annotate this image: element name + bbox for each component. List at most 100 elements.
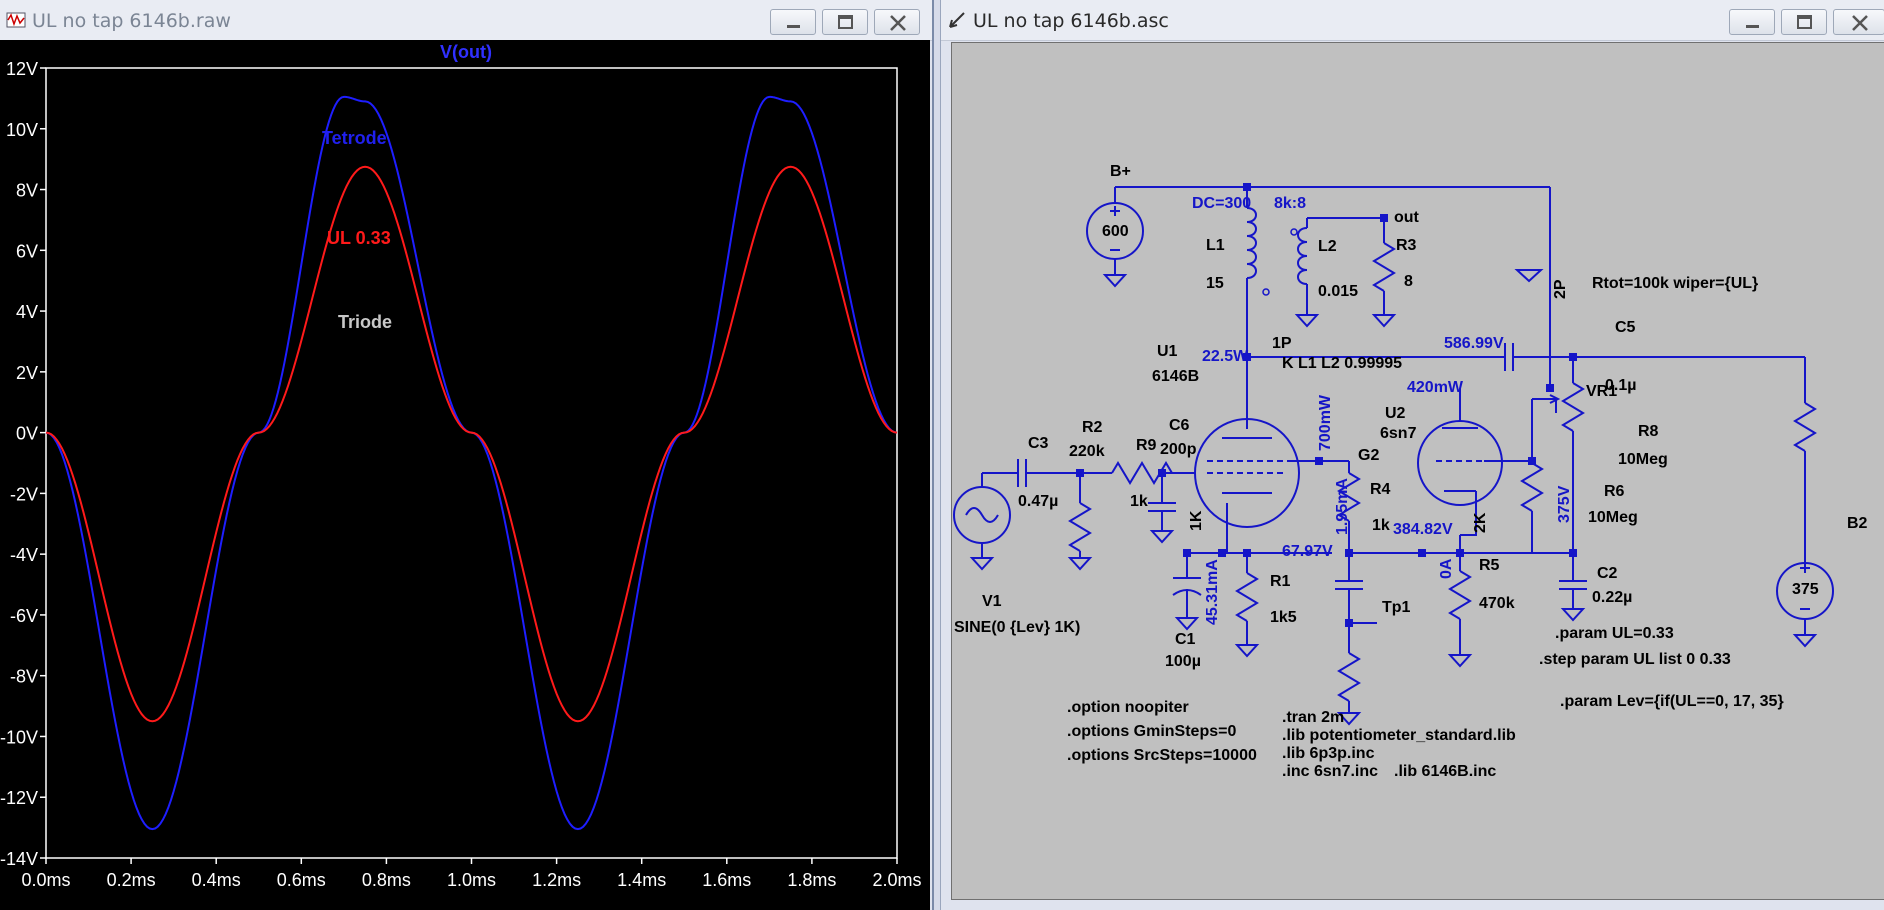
label-c3: C3 <box>1028 435 1049 452</box>
ground-icon <box>1294 314 1320 328</box>
resistor-r3 <box>1372 242 1396 292</box>
ground-icon <box>1234 644 1260 658</box>
label-384v: 384.82V <box>1393 521 1453 538</box>
directive-param-lev[interactable]: .param Lev={if(UL==0, 17, 35} <box>1560 693 1784 710</box>
x-tick-label: 1.2ms <box>532 870 581 890</box>
x-tick-label: 2.0ms <box>872 870 921 890</box>
maximize-button[interactable] <box>822 9 868 35</box>
label-0a: 0A <box>1438 558 1455 579</box>
resistor-r1 <box>1235 572 1259 622</box>
label-vr1: VR1 <box>1586 383 1618 400</box>
y-tick-label: 6V <box>16 241 38 261</box>
y-tick-label: -8V <box>10 667 38 687</box>
label-c5: C5 <box>1615 319 1636 336</box>
waveform-titlebar[interactable]: UL no tap 6146b.raw <box>0 0 932 41</box>
label-r3-value: 8 <box>1404 273 1413 290</box>
schematic-window: UL no tap 6146b.asc <box>940 0 1884 910</box>
label-c5-value: 0.1µ <box>1605 377 1637 394</box>
label-tp1: Tp1 <box>1382 599 1411 616</box>
label-rtot: Rtot=100k wiper={UL} <box>1592 275 1759 292</box>
inductor-l2 <box>1297 227 1308 285</box>
y-tick-label: -6V <box>10 606 38 626</box>
directive-lib-pot[interactable]: .lib potentiometer_standard.lib <box>1282 727 1516 744</box>
directive-inc-6sn7[interactable]: .inc 6sn7.inc <box>1282 763 1379 780</box>
label-b2: B2 <box>1847 515 1868 532</box>
label-1k: 1K <box>1188 510 1205 531</box>
x-tick-label: 0.4ms <box>192 870 241 890</box>
y-tick-label: 2V <box>16 363 38 383</box>
label-r9: R9 <box>1136 437 1157 454</box>
directive-tran[interactable]: .tran 2m <box>1282 709 1345 726</box>
schematic-window-title: UL no tap 6146b.asc <box>973 10 1169 32</box>
schematic-titlebar[interactable]: UL no tap 6146b.asc <box>941 0 1884 41</box>
series-line-ul[interactable] <box>45 165 898 723</box>
label-r2-value: 220k <box>1069 443 1105 460</box>
minimize-icon <box>1746 25 1759 28</box>
label-700mw: 700mW <box>1317 394 1334 451</box>
label-r1-value: 1k5 <box>1270 609 1297 626</box>
schematic-wiring[interactable] <box>952 43 1884 901</box>
inductor-l1 <box>1246 207 1257 279</box>
label-22w: 22.5W <box>1202 348 1249 365</box>
label-kl1l2: K L1 L2 0.99995 <box>1282 355 1403 372</box>
label-r8: R8 <box>1638 423 1659 440</box>
schematic-app-icon <box>949 12 965 28</box>
label-375v: 375V <box>1556 485 1573 523</box>
series-line-tetrode[interactable] <box>45 95 898 831</box>
y-tick-label: -2V <box>10 484 38 504</box>
ground-icon <box>1067 557 1093 571</box>
ground-icon <box>1149 530 1175 544</box>
y-tick-label: -4V <box>10 545 38 565</box>
label-l2-value: 0.015 <box>1318 283 1359 300</box>
directive-step[interactable]: .step param UL list 0 0.33 <box>1539 651 1731 668</box>
label-2p: 2P <box>1552 279 1569 299</box>
directive-param-ul[interactable]: .param UL=0.33 <box>1555 625 1674 642</box>
resistor-r8 <box>1793 402 1817 452</box>
label-c6-value: 200p <box>1160 441 1197 458</box>
directive-option-noopiter[interactable]: .option noopiter <box>1067 699 1189 716</box>
y-tick-label: 10V <box>6 120 38 140</box>
x-tick-label: 0.0ms <box>21 870 70 890</box>
directive-srcsteps[interactable]: .options SrcSteps=10000 <box>1067 747 1257 764</box>
resistor-r6 <box>1520 462 1544 512</box>
minimize-button[interactable] <box>770 9 816 35</box>
label-r4: R4 <box>1370 481 1391 498</box>
label-u2: U2 <box>1385 405 1406 422</box>
label-r6-value: 10Meg <box>1588 509 1638 526</box>
x-tick-label: 1.6ms <box>702 870 751 890</box>
close-icon <box>890 15 906 31</box>
ground-icon <box>1174 617 1200 631</box>
label-c2: C2 <box>1597 565 1618 582</box>
ground-icon <box>1560 608 1586 622</box>
resistor-r5 <box>1448 570 1472 620</box>
minimize-button[interactable] <box>1729 9 1775 35</box>
label-c6: C6 <box>1169 417 1190 434</box>
maximize-button[interactable] <box>1781 9 1827 35</box>
label-r6: R6 <box>1604 483 1625 500</box>
x-tick-label: 0.8ms <box>362 870 411 890</box>
directive-gminsteps[interactable]: .options GminSteps=0 <box>1067 723 1237 740</box>
label-1p: 1P <box>1272 335 1292 352</box>
label-l1-value: 15 <box>1206 275 1224 292</box>
directive-lib-6p3p[interactable]: .lib 6p3p.inc <box>1282 745 1375 762</box>
label-r9-value: 1k <box>1130 493 1148 510</box>
label-600: 600 <box>1102 223 1129 240</box>
label-4531ma: 45.31mA <box>1204 559 1221 625</box>
ground-icon <box>1447 654 1473 668</box>
trace-label-vout[interactable]: V(out) <box>440 42 492 62</box>
ground-icon <box>1514 269 1544 283</box>
schematic-canvas[interactable]: B+ 600 DC=300 8k:8 out R3 8 L1 15 L2 0.0… <box>951 42 1884 900</box>
plot-frame <box>45 67 898 859</box>
close-button[interactable] <box>874 9 920 35</box>
x-tick-label: 0.2ms <box>107 870 156 890</box>
label-bplus: B+ <box>1110 163 1131 180</box>
close-button[interactable] <box>1833 9 1884 35</box>
directive-lib-6146b[interactable]: .lib 6146B.inc <box>1394 763 1497 780</box>
y-tick-label: -14V <box>0 849 38 869</box>
y-tick-label: 0V <box>16 424 38 444</box>
waveform-chart[interactable]: 12V10V8V6V4V2V0V-2V-4V-6V-8V-10V-12V-14V… <box>0 40 930 910</box>
ground-icon <box>1336 712 1362 726</box>
x-tick-label: 1.0ms <box>447 870 496 890</box>
